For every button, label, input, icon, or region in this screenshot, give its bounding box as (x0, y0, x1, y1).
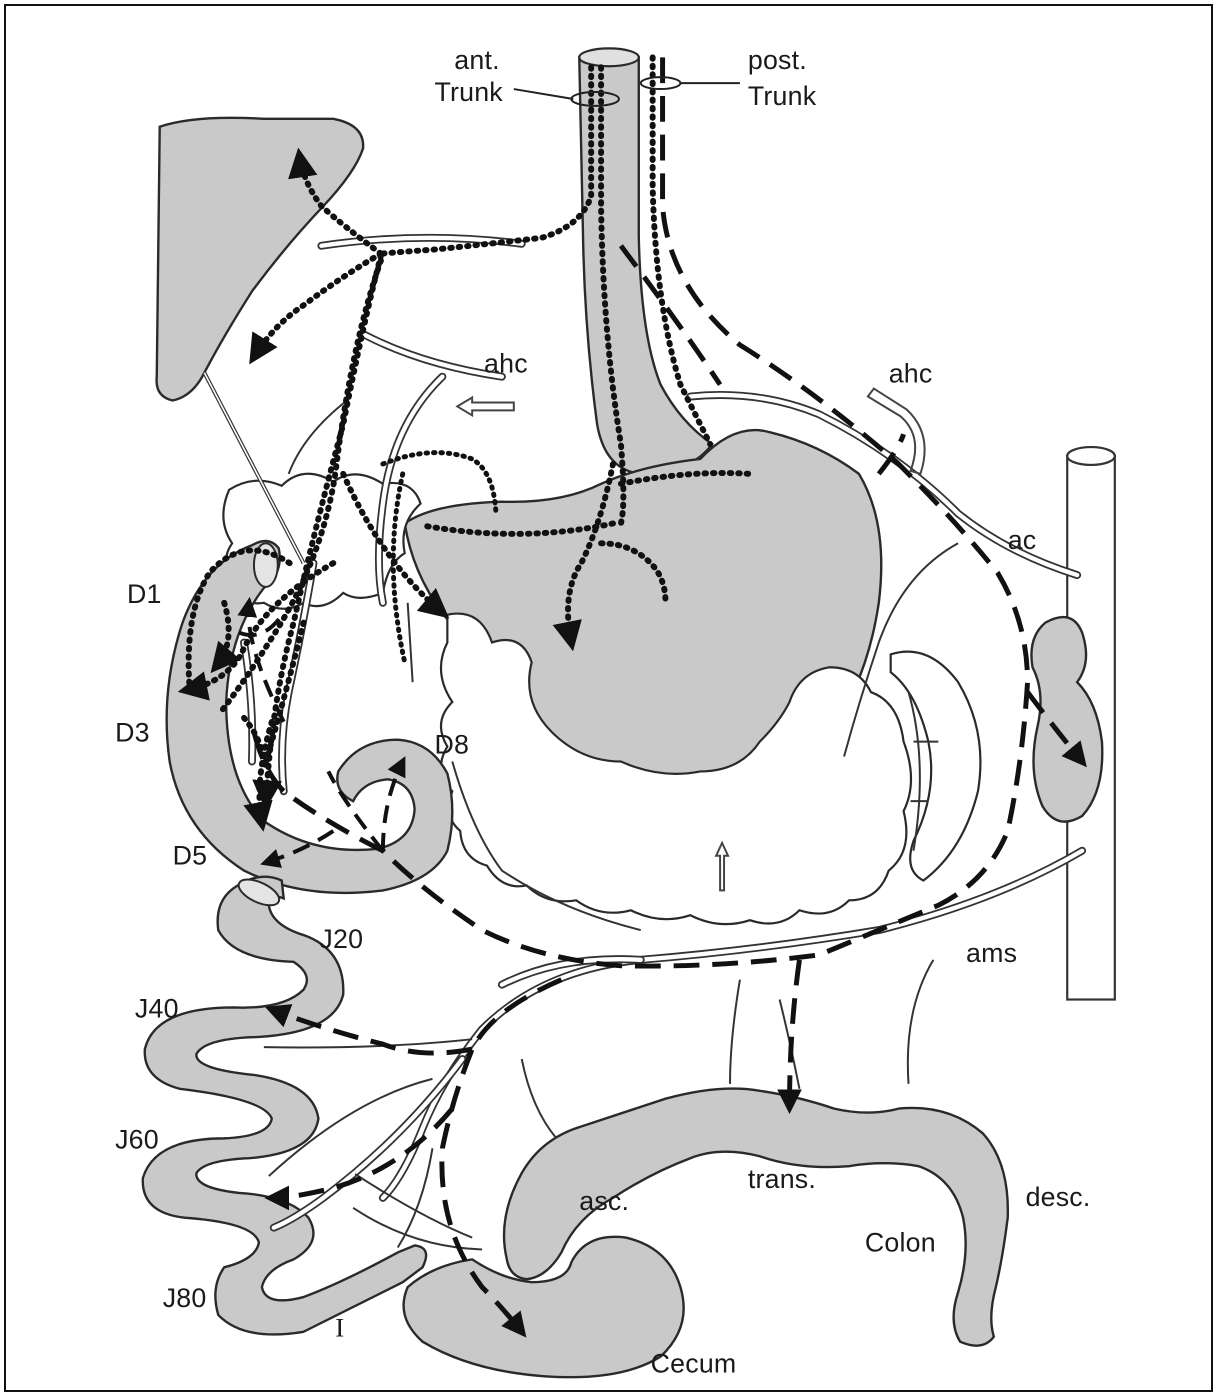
label-d5: D5 (173, 841, 208, 871)
label-j80: J80 (163, 1283, 207, 1313)
label-post-trunk-1: post. (748, 45, 807, 75)
label-post-trunk-2: Trunk (748, 81, 817, 111)
label-d1: D1 (127, 579, 162, 609)
label-d3: D3 (115, 718, 150, 748)
label-colon: Colon (865, 1227, 936, 1257)
label-ahc-left: ahc (484, 349, 528, 379)
label-trans: trans. (748, 1164, 816, 1194)
label-asc: asc. (579, 1186, 629, 1216)
vagal-nerve-diagram: ant. Trunk post. Trunk ahc ahc ac ams D1… (6, 6, 1213, 1392)
small-intestine (143, 874, 426, 1334)
label-desc: desc. (1026, 1182, 1091, 1212)
label-ac: ac (1008, 525, 1037, 555)
label-ant-trunk-2: Trunk (434, 77, 503, 107)
label-j20: J20 (319, 924, 363, 954)
figure-frame: ant. Trunk post. Trunk ahc ahc ac ams D1… (4, 4, 1213, 1392)
label-j60: J60 (115, 1124, 159, 1154)
label-ileum: I (335, 1313, 344, 1343)
label-d8: D8 (434, 730, 469, 760)
label-ams: ams (966, 938, 1017, 968)
liver (157, 118, 364, 401)
label-j40: J40 (135, 993, 179, 1023)
label-ahc-right: ahc (889, 359, 933, 389)
label-cecum: Cecum (651, 1348, 737, 1378)
label-ant-trunk-1: ant. (454, 45, 499, 75)
